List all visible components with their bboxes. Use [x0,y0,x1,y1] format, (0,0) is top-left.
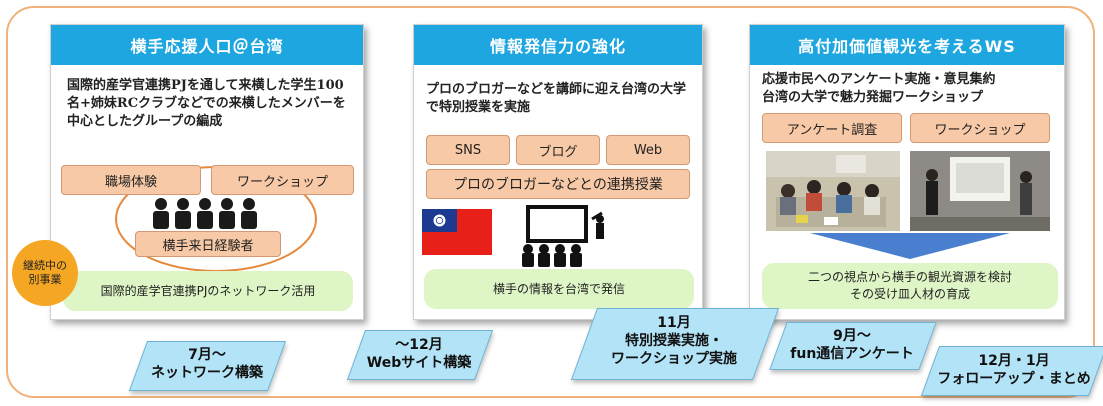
description-line: 台湾の大学で魅力発掘ワークショップ [762,90,984,105]
people-group-icon [153,198,257,229]
panel-title: 情報発信力の強化 [414,25,702,65]
chip-workshop: ワークショップ [211,165,354,195]
workshop-photo [766,151,900,231]
green-box-line: その受け皿人材の育成 [849,287,970,301]
timeline-item-network: 7月～ ネットワーク構築 [151,347,263,381]
tourism-review-box: 二つの視点から横手の観光資源を検討 その受け皿人材の育成 [762,263,1058,309]
timeline-item-website: ～12月 Webサイト構築 [366,337,472,371]
panel-description: 応援市民へのアンケート実施・意見集約 台湾の大学で魅力発掘ワークショップ [762,71,1062,107]
info-dissemination-box: 横手の情報を台湾で発信 [424,269,694,309]
chip-workshop: ワークショップ [910,113,1050,143]
ongoing-project-badge: 継続中の 別事業 [12,240,78,306]
panel-high-value-tourism: 高付加価値観光を考えるWS 応援市民へのアンケート実施・意見集約 台湾の大学で魅… [749,24,1065,320]
panel-title: 高付加価値観光を考えるWS [750,25,1064,65]
timeline-item-survey: 9月～ fun通信アンケート [790,328,914,362]
description-line: 応援市民へのアンケート実施・意見集約 [762,72,996,87]
chip-visited-yokote: 横手来日経験者 [135,231,281,257]
down-arrow-icon [810,233,1010,259]
taiwan-flag-icon [422,209,492,255]
lecture-audience-icon [522,205,604,267]
panel-title: 横手応援人口＠台湾 [51,25,363,65]
chip-workplace-experience: 職場体験 [61,165,201,195]
panel-info-dissemination: 情報発信力の強化 プロのブロガーなどを講師に迎え台湾の大学で特別授業を実施 SN… [413,24,703,320]
network-utilization-box: 国際的産学官連携PJのネットワーク活用 [63,271,353,311]
chip-survey: アンケート調査 [762,113,902,143]
green-box-line: 二つの視点から横手の観光資源を検討 [807,270,1012,284]
chip-blogger-collaboration: プロのブロガーなどとの連携授業 [426,169,690,199]
chip-sns: SNS [426,135,510,165]
panel-support-population: 横手応援人口＠台湾 国際的産学官連携PJを通して来横した学生100名+姉妹RCク… [50,24,364,320]
timeline-item-follow-up: 12月・1月 フォローアップ・まとめ [937,353,1091,387]
chip-blog: ブログ [516,135,600,165]
panel-description: プロのブロガーなどを講師に迎え台湾の大学で特別授業を実施 [426,82,687,115]
chip-web: Web [606,135,690,165]
outer-frame [6,6,1095,398]
panel-description: 国際的産学官連携PJを通して来横した学生100名+姉妹RCクラブなどでの来横した… [67,78,346,129]
presentation-photo [910,151,1050,231]
timeline-item-special-class: 11月 特別授業実施・ ワークショップ実施 [611,315,737,367]
